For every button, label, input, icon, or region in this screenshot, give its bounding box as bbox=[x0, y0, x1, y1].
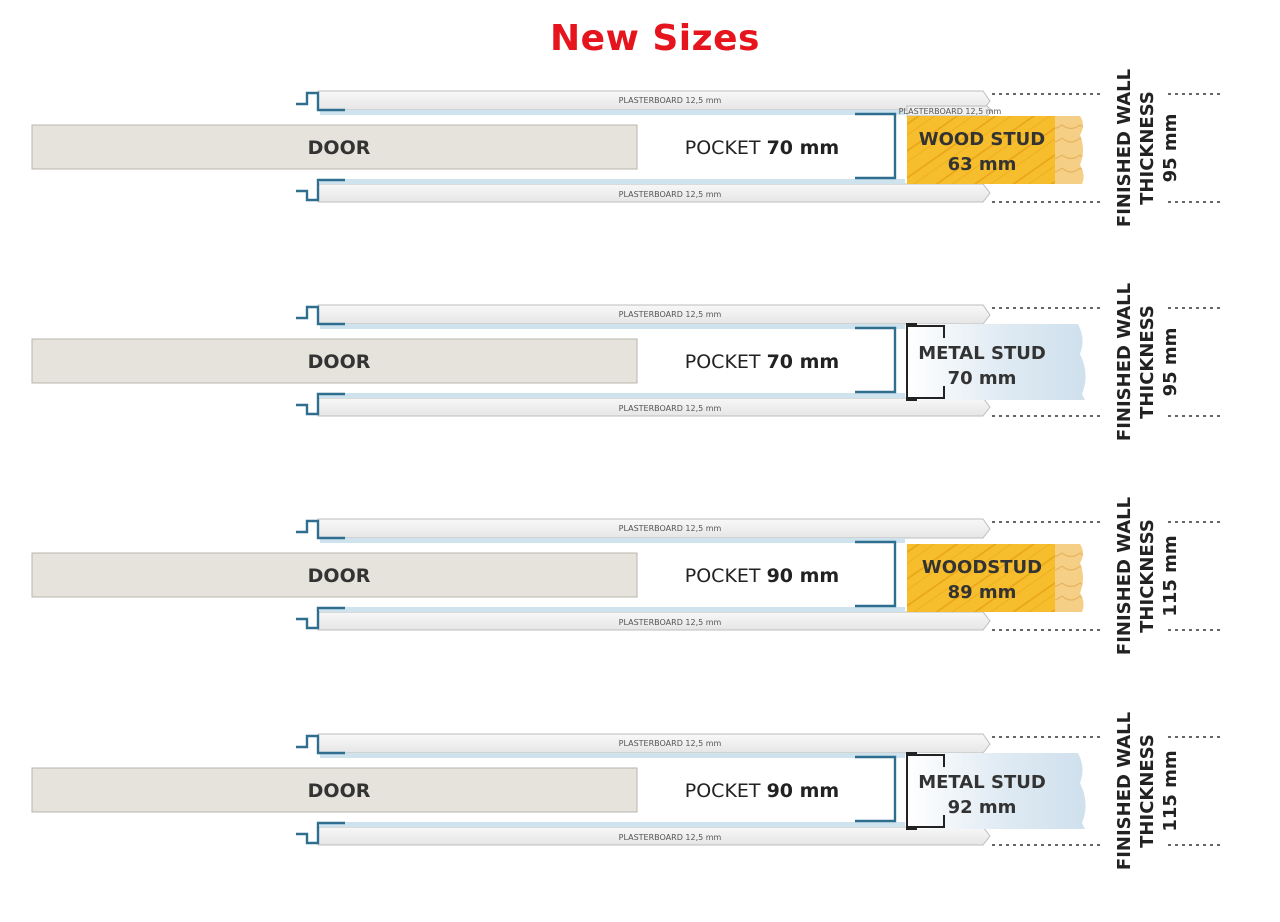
stud-type-label: WOOD STUD bbox=[919, 129, 1045, 150]
pocket-size: 90 mm bbox=[767, 565, 840, 587]
pocket-lining-top bbox=[320, 110, 905, 115]
pocket-label-prefix: POCKET bbox=[685, 565, 767, 587]
bottom-plasterboard-label: PLASTERBOARD 12,5 mm bbox=[619, 833, 722, 842]
metal-stud-flange-top bbox=[907, 325, 945, 338]
wall-thickness-line1: FINISHED WALL bbox=[1114, 283, 1135, 441]
page-title: New Sizes bbox=[550, 18, 760, 59]
stud-size-label: 89 mm bbox=[948, 582, 1017, 603]
top-plasterboard-label: PLASTERBOARD 12,5 mm bbox=[619, 739, 722, 748]
pocket-label: POCKET 90 mm bbox=[685, 565, 839, 587]
metal-stud-channel-left bbox=[906, 752, 917, 830]
bottom-track-profile bbox=[296, 821, 345, 845]
bottom-track-profile bbox=[296, 606, 345, 630]
pocket-label-prefix: POCKET bbox=[685, 137, 767, 159]
pocket-lining-top bbox=[320, 324, 905, 329]
metal-stud-flange-top bbox=[907, 754, 945, 767]
wall-section-4: PLASTERBOARD 12,5 mm PLASTERBOARD 12,5 mm… bbox=[31, 712, 1220, 870]
wall-thickness-value: 95 mm bbox=[1160, 328, 1181, 397]
pocket-lining-bottom bbox=[320, 393, 905, 398]
pocket-lining-top bbox=[320, 753, 905, 758]
wall-thickness-line2: THICKNESS bbox=[1137, 91, 1158, 205]
pocket-size: 90 mm bbox=[767, 780, 840, 802]
metal-stud-channel-left bbox=[906, 323, 917, 401]
wall-section-3: PLASTERBOARD 12,5 mm PLASTERBOARD 12,5 mm… bbox=[31, 497, 1220, 655]
door-leaf bbox=[31, 124, 638, 170]
wall-thickness-line2: THICKNESS bbox=[1137, 734, 1158, 848]
top-plasterboard-label: PLASTERBOARD 12,5 mm bbox=[619, 524, 722, 533]
pocket-end-profile bbox=[855, 755, 897, 823]
pocket-end-profile bbox=[855, 326, 897, 394]
metal-stud bbox=[907, 324, 1086, 400]
pocket-label: POCKET 90 mm bbox=[685, 780, 839, 802]
wood-stud bbox=[907, 116, 1055, 184]
stud-type-label: WOODSTUD bbox=[922, 557, 1042, 578]
stud-size-label: 70 mm bbox=[948, 368, 1017, 389]
wall-thickness-line1: FINISHED WALL bbox=[1114, 69, 1135, 227]
door-label: DOOR bbox=[308, 351, 371, 373]
stud-size-label: 63 mm bbox=[948, 154, 1017, 175]
bottom-plasterboard-label: PLASTERBOARD 12,5 mm bbox=[619, 190, 722, 199]
pocket-label-prefix: POCKET bbox=[685, 351, 767, 373]
door-leaf bbox=[31, 552, 638, 598]
wall-section-2: PLASTERBOARD 12,5 mm PLASTERBOARD 12,5 mm… bbox=[31, 283, 1220, 441]
top-track-profile bbox=[296, 305, 345, 326]
wall-thickness-value: 95 mm bbox=[1160, 114, 1181, 183]
pocket-lining-bottom bbox=[320, 607, 905, 612]
stud-size-label: 92 mm bbox=[948, 797, 1017, 818]
wood-stud-end bbox=[1055, 116, 1084, 184]
top-plasterboard-label: PLASTERBOARD 12,5 mm bbox=[619, 310, 722, 319]
wall-thickness-value: 115 mm bbox=[1160, 535, 1181, 616]
pocket-size: 70 mm bbox=[767, 137, 840, 159]
stud-plasterboard-label: PLASTERBOARD 12,5 mm bbox=[899, 107, 1002, 116]
wall-thickness-line2: THICKNESS bbox=[1137, 305, 1158, 419]
stud-type-label: METAL STUD bbox=[918, 772, 1046, 793]
door-label: DOOR bbox=[308, 137, 371, 159]
door-label: DOOR bbox=[308, 565, 371, 587]
wall-thickness-value: 115 mm bbox=[1160, 750, 1181, 831]
pocket-end-profile bbox=[855, 540, 897, 608]
stud-type-label: METAL STUD bbox=[918, 343, 1046, 364]
pocket-lining-top bbox=[320, 538, 905, 543]
wall-thickness-line1: FINISHED WALL bbox=[1114, 712, 1135, 870]
pocket-label: POCKET 70 mm bbox=[685, 351, 839, 373]
pocket-label-prefix: POCKET bbox=[685, 780, 767, 802]
top-track-profile bbox=[296, 91, 345, 112]
pocket-size: 70 mm bbox=[767, 351, 840, 373]
bottom-track-profile bbox=[296, 178, 345, 202]
bottom-plasterboard-label: PLASTERBOARD 12,5 mm bbox=[619, 404, 722, 413]
wall-thickness-line1: FINISHED WALL bbox=[1114, 497, 1135, 655]
top-track-profile bbox=[296, 519, 345, 540]
metal-stud bbox=[907, 753, 1086, 829]
pocket-lining-bottom bbox=[320, 179, 905, 184]
door-label: DOOR bbox=[308, 780, 371, 802]
pocket-lining-bottom bbox=[320, 822, 905, 827]
wall-section-1: PLASTERBOARD 12,5 mm PLASTERBOARD 12,5 mm… bbox=[31, 69, 1220, 227]
bottom-track-profile bbox=[296, 392, 345, 416]
top-track-profile bbox=[296, 734, 345, 755]
door-leaf bbox=[31, 767, 638, 813]
bottom-plasterboard-label: PLASTERBOARD 12,5 mm bbox=[619, 618, 722, 627]
pocket-end-profile bbox=[855, 112, 897, 180]
wall-thickness-line2: THICKNESS bbox=[1137, 519, 1158, 633]
wood-stud-end bbox=[1055, 544, 1084, 612]
metal-stud-flange-bottom bbox=[907, 386, 945, 399]
wood-stud bbox=[907, 544, 1055, 612]
pocket-label: POCKET 70 mm bbox=[685, 137, 839, 159]
door-leaf bbox=[31, 338, 638, 384]
stud-plasterboard bbox=[906, 105, 993, 117]
metal-stud-flange-bottom bbox=[907, 815, 945, 828]
top-plasterboard-label: PLASTERBOARD 12,5 mm bbox=[619, 96, 722, 105]
